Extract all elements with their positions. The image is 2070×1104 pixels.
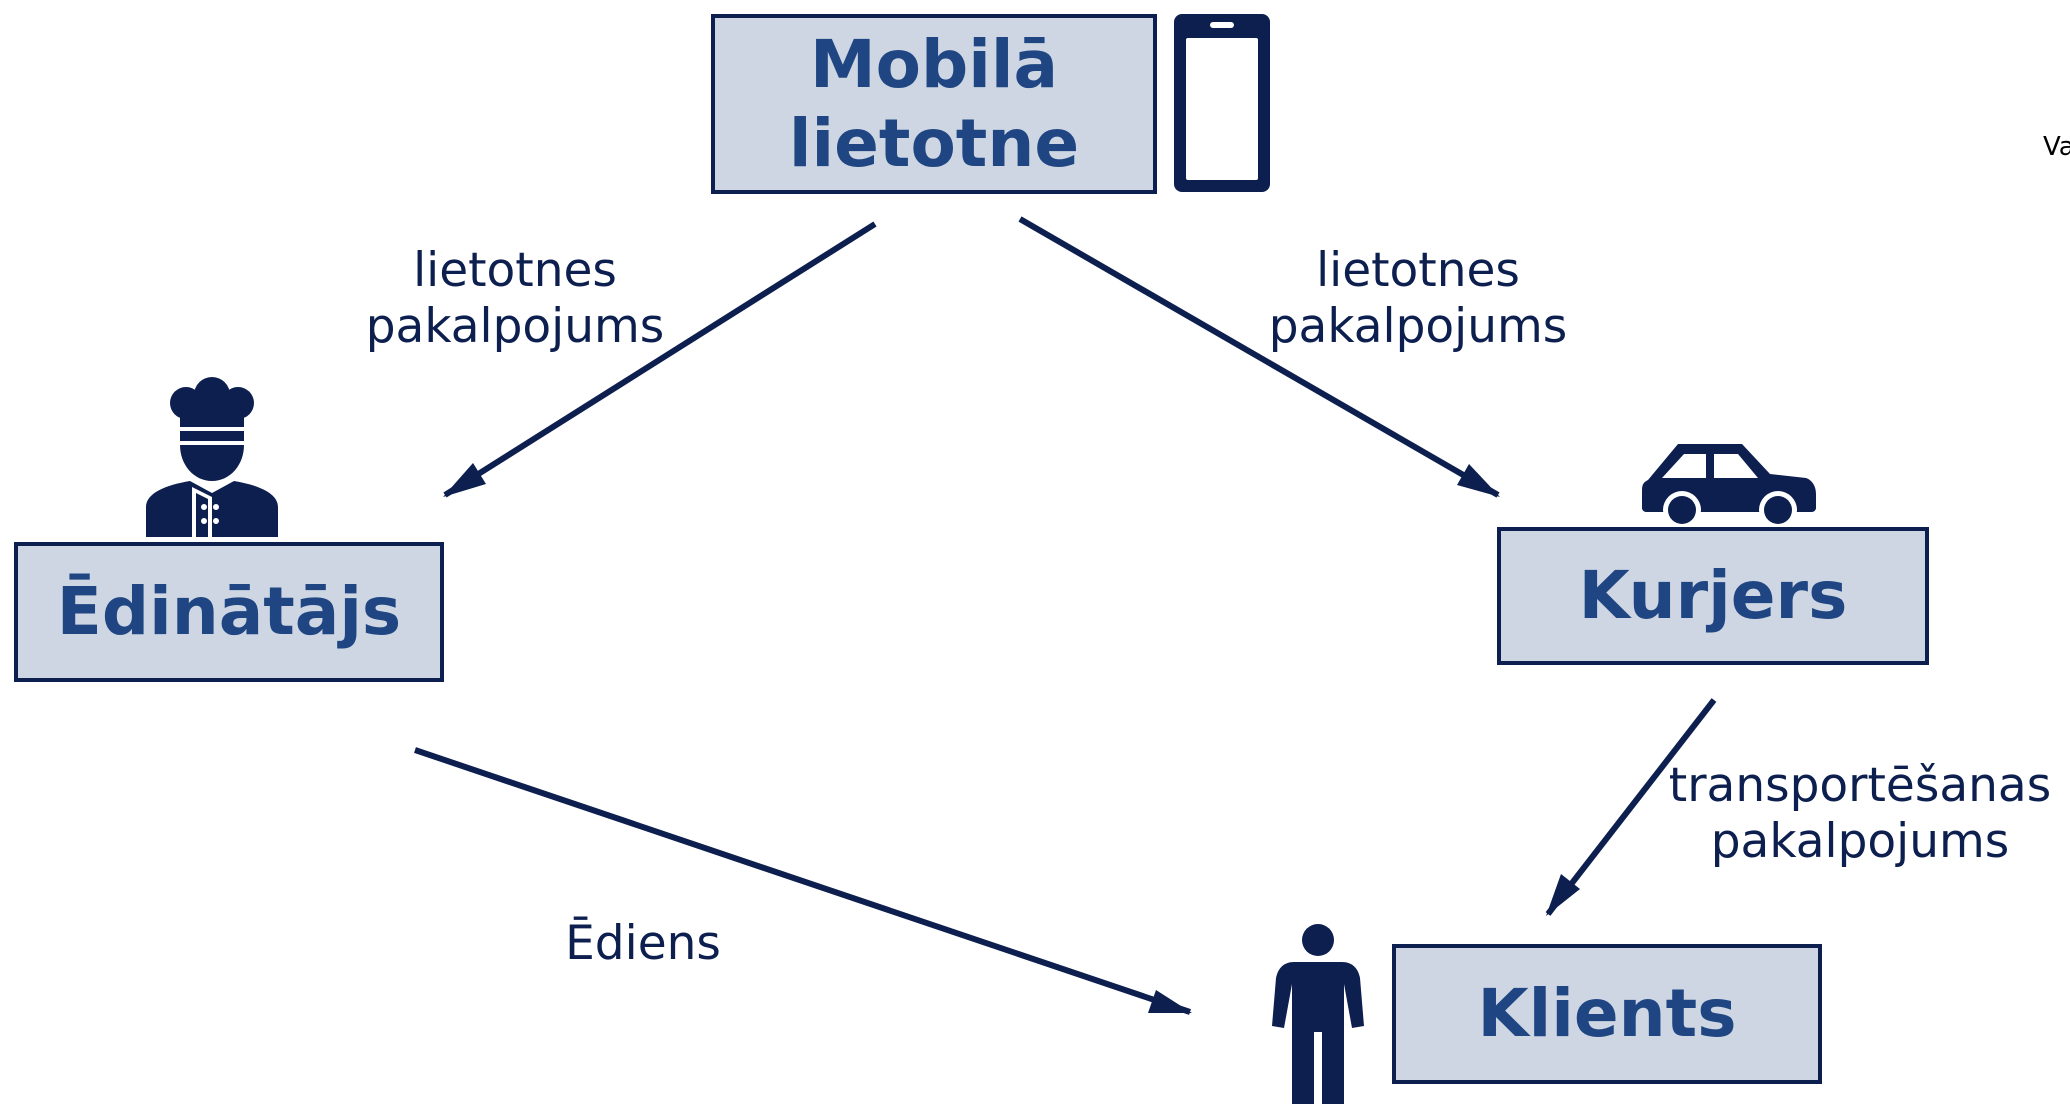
edge-label-app-caterer: lietotnes pakalpojums: [365, 243, 665, 355]
chef-icon: [146, 377, 278, 537]
edge-caterer-to-client: [414, 747, 1191, 1015]
arrowhead-courier: [1457, 464, 1500, 497]
node-caterer: Ēdinātājs: [14, 542, 444, 682]
node-client-label: Klients: [1477, 975, 1737, 1053]
smartphone-icon: [1174, 14, 1270, 192]
node-caterer-label: Ēdinātājs: [56, 573, 402, 651]
arrowhead-client-from-courier: [1546, 874, 1580, 916]
node-mobile-app-label: Mobilā lietotne: [788, 25, 1080, 182]
edge-app-to-caterer: [443, 221, 877, 498]
edge-label-caterer-client: Ēdiens: [565, 916, 721, 971]
node-courier-label: Kurjers: [1578, 557, 1848, 635]
cutoff-text: Va: [2043, 132, 2070, 162]
person-icon: [1272, 924, 1364, 1104]
arrowhead-caterer: [443, 463, 486, 497]
node-client: Klients: [1392, 944, 1822, 1084]
arrowhead-client-from-caterer: [1148, 990, 1192, 1013]
edge-courier-to-client: [1545, 698, 1717, 916]
edge-label-app-courier: lietotnes pakalpojums: [1268, 243, 1568, 355]
node-courier: Kurjers: [1497, 527, 1929, 665]
node-mobile-app: Mobilā lietotne: [711, 14, 1157, 194]
edge-app-to-courier: [1018, 216, 1500, 498]
car-icon: [1642, 444, 1816, 526]
edge-label-courier-client: transportēšanas pakalpojums: [1668, 758, 2052, 870]
